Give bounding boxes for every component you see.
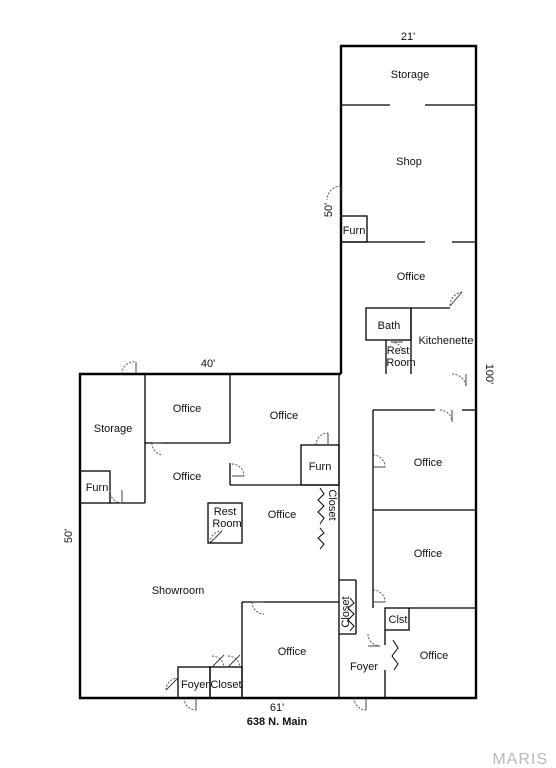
room-label-office-right-2: Office — [414, 548, 443, 560]
room-label-showroom: Showroom — [152, 585, 205, 597]
room-label-bath: Bath — [378, 320, 401, 332]
room-label-restroom-mid-line1: Rest — [214, 506, 237, 518]
dimension-right-upper: 50' — [323, 203, 335, 217]
interior-walls — [79, 104, 476, 699]
door-swings — [109, 185, 467, 711]
watermark: MARIS — [492, 751, 548, 768]
room-label-closet-bottom: Closet — [210, 679, 241, 691]
room-label-foyer-left: Foyer — [181, 679, 209, 691]
room-label-shop: Shop — [396, 156, 422, 168]
dimension-right-lower: 100' — [483, 364, 495, 384]
room-label-office-lower-mid: Office — [278, 646, 307, 658]
room-label-restroom-mid-line2: Room — [212, 518, 241, 530]
room-label-office-b: Office — [270, 410, 299, 422]
room-label-closet-center: Closet — [326, 489, 338, 520]
room-label-office-lower-right: Office — [420, 650, 449, 662]
dimension-mid-top: 40' — [201, 358, 215, 370]
room-label-kitchenette: Kitchenette — [418, 335, 473, 347]
outer-walls — [78, 44, 478, 700]
dimension-left: 50' — [63, 529, 75, 543]
plan-address: 638 N. Main — [247, 716, 308, 728]
room-label-restroom-upper-line1: Rest — [387, 345, 410, 357]
room-label-office-a: Office — [173, 403, 202, 415]
room-label-restroom-upper-line2: Room — [386, 357, 415, 369]
room-label-clst: Clst — [389, 614, 408, 626]
dimension-bottom: 61' — [270, 702, 284, 714]
room-label-office-d: Office — [268, 509, 297, 521]
room-label-office-upper: Office — [397, 271, 426, 283]
room-label-office-right-1: Office — [414, 457, 443, 469]
room-label-foyer-right: Foyer — [350, 661, 378, 673]
room-label-storage-left: Storage — [94, 423, 133, 435]
room-label-furn-center: Furn — [309, 461, 332, 473]
room-label-furn-shop: Furn — [343, 225, 366, 237]
room-label-storage-top: Storage — [391, 69, 430, 81]
closet-markers — [317, 487, 399, 671]
room-label-furn-left: Furn — [86, 482, 109, 494]
dimension-top-right: 21' — [401, 31, 415, 43]
room-label-closet-lower: Closet — [340, 596, 352, 627]
room-label-office-c: Office — [173, 471, 202, 483]
